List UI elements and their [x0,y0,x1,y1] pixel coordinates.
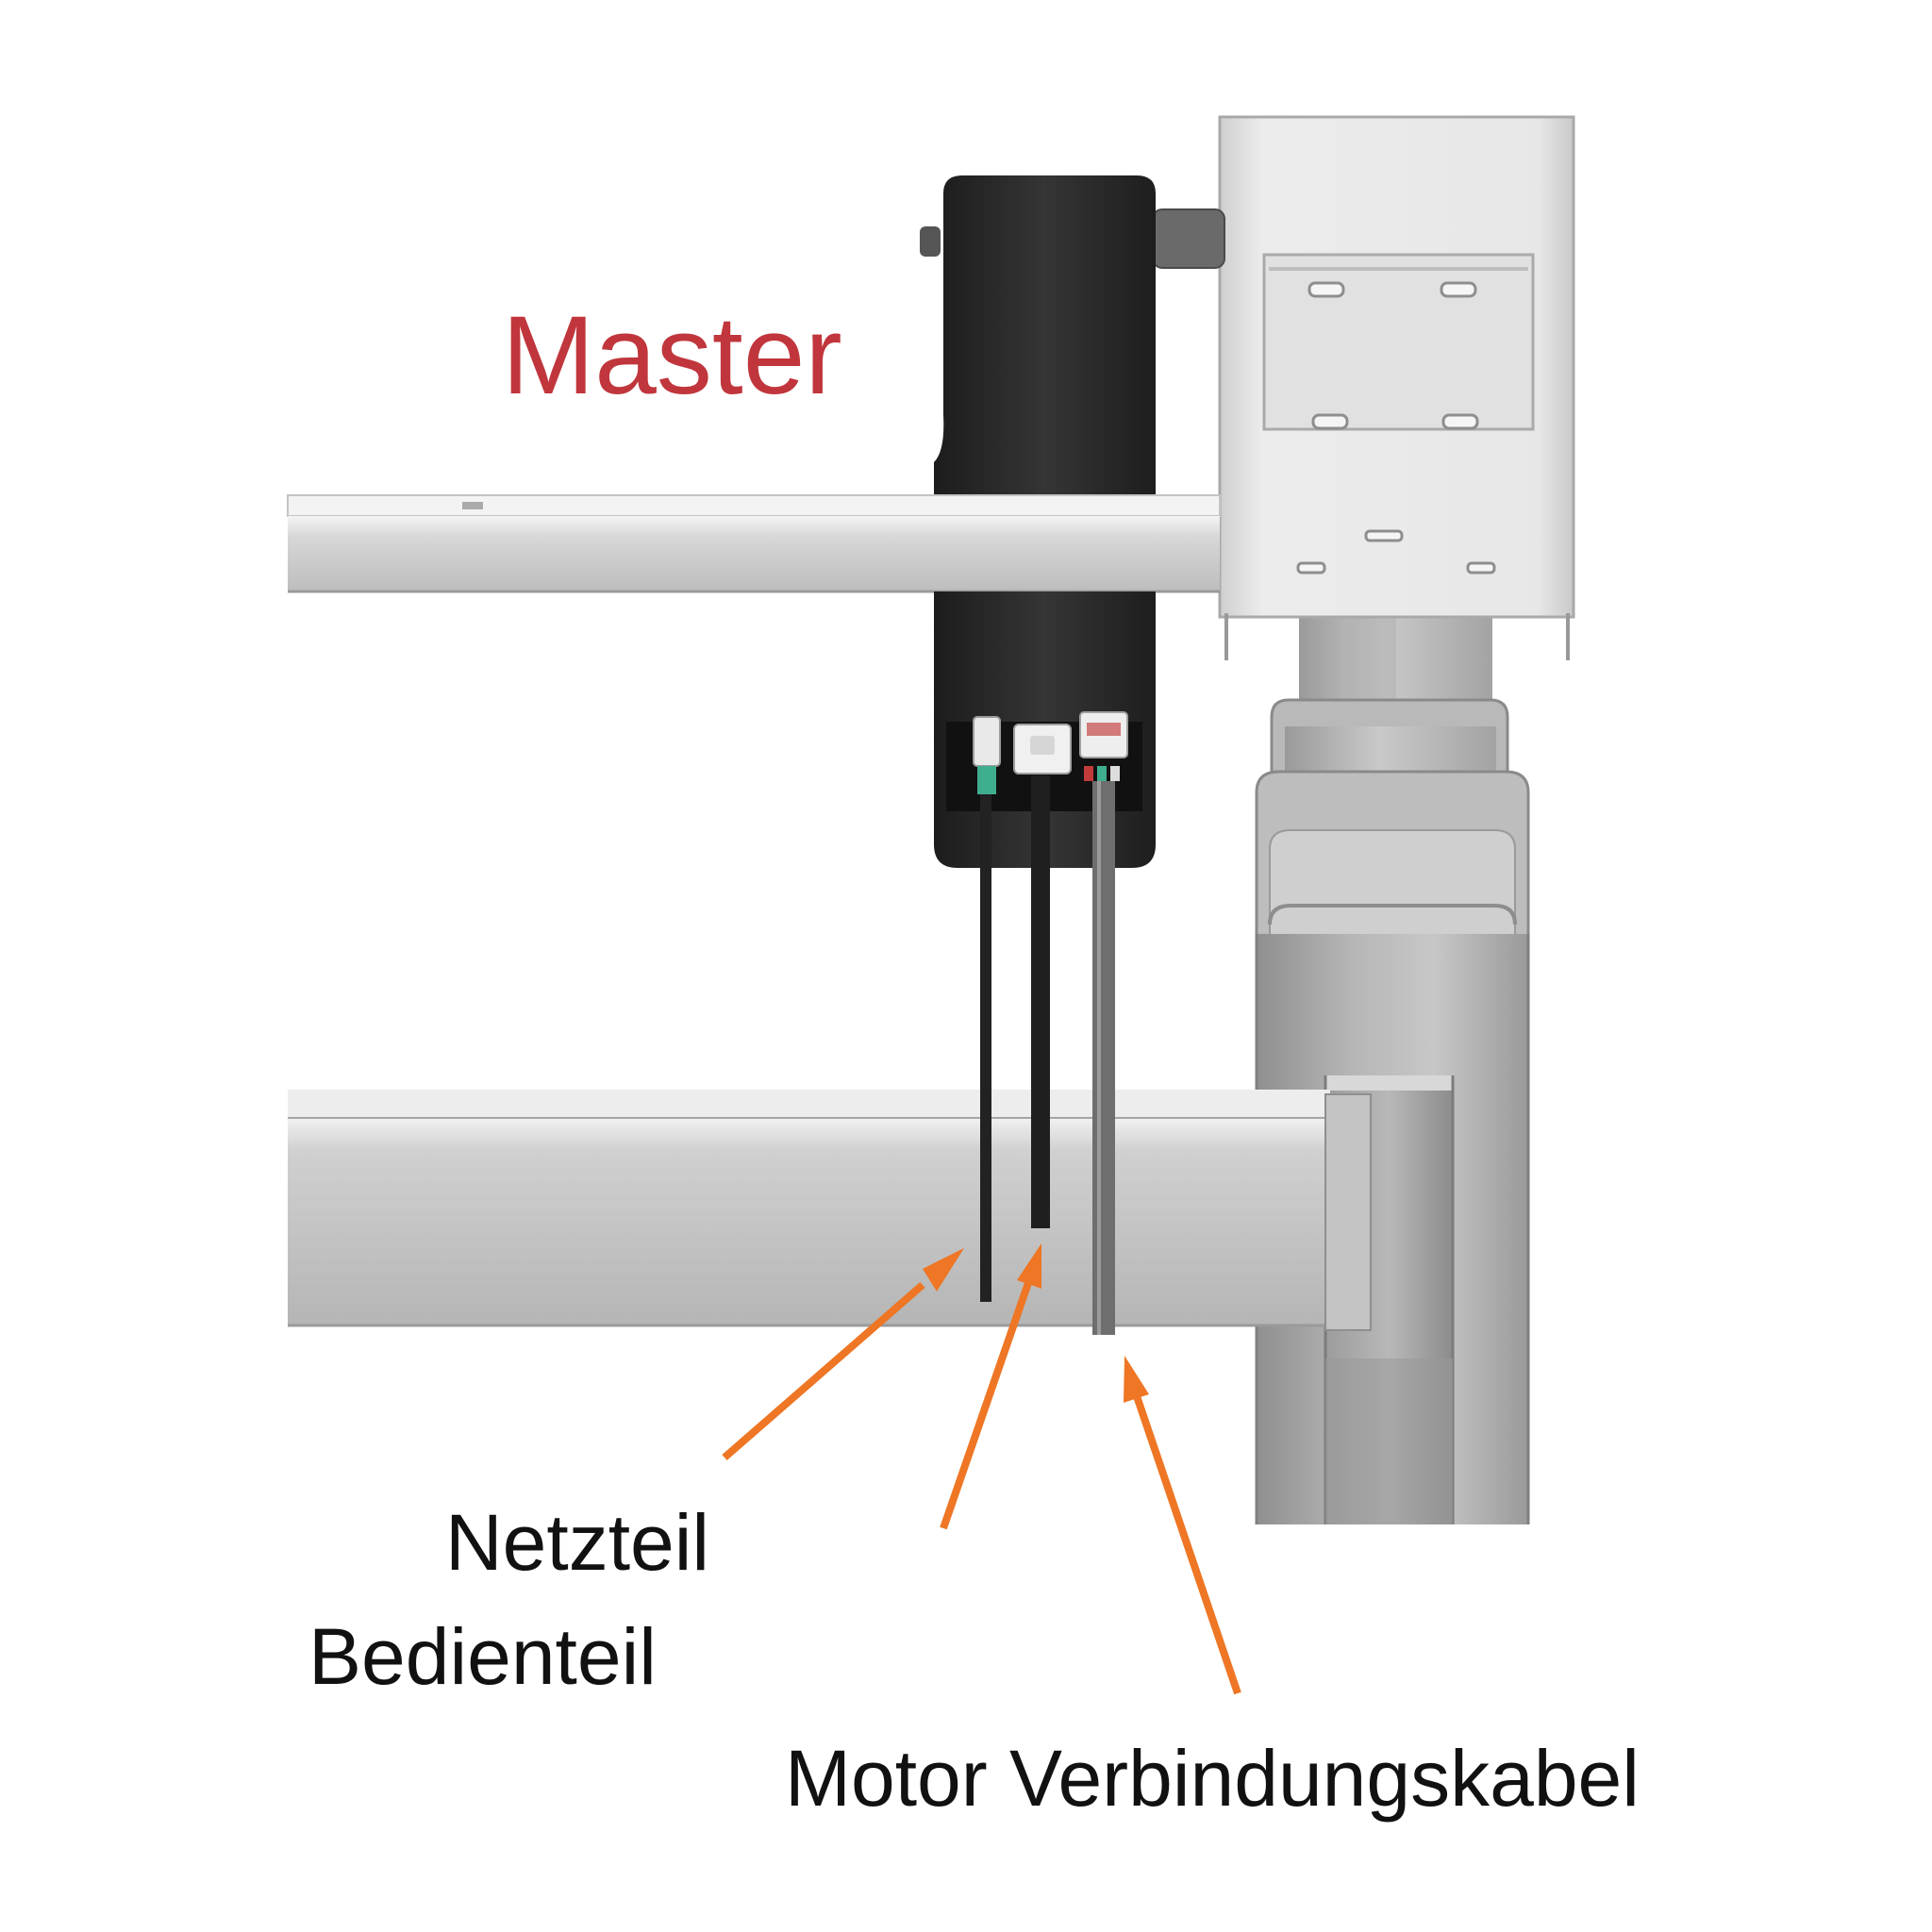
bedienteil-label: Bedienteil [308,1612,657,1701]
mounting-plate [1218,115,1575,660]
motor-port-icon [1079,711,1128,781]
power-port-icon [973,716,1001,794]
upper-cross-beam [287,494,1221,593]
netzteil-label: Netzteil [445,1498,710,1587]
netzteil-arrow [722,1248,964,1461]
motor-cable-arrow [1124,1356,1241,1695]
handset-port-icon [1013,724,1072,774]
pointer-arrows [722,1243,1241,1695]
bedienteil-arrow [940,1243,1041,1530]
master-label: Master [502,293,842,418]
lower-cross-beam [288,1090,1372,1331]
cables [980,775,1115,1335]
motor-cable-label: Motor Verbindungskabel [785,1734,1640,1823]
control-box-upper [920,175,1156,495]
connector-stub [1152,208,1225,269]
mounting-slots [1296,281,1496,575]
